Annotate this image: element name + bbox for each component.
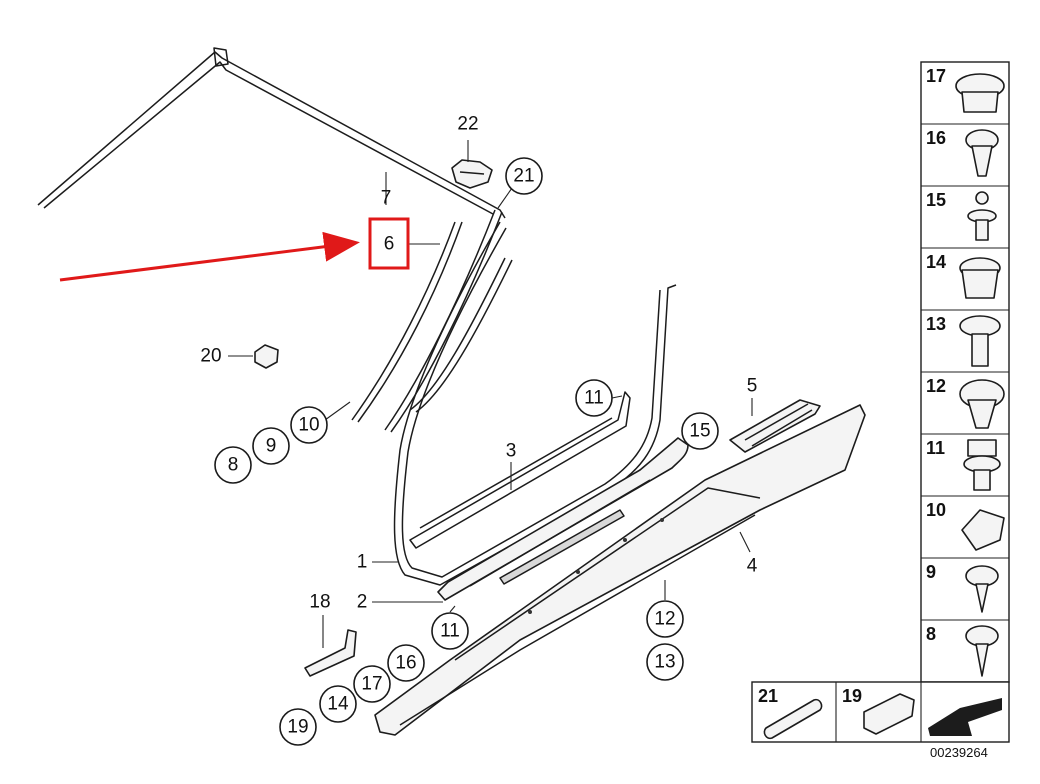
part-1-door-seal <box>393 221 677 586</box>
svg-text:11: 11 <box>440 621 460 642</box>
svg-text:16: 16 <box>926 128 946 148</box>
callout-10: 10 <box>290 406 328 444</box>
callout-11-upper: 11 <box>575 379 613 417</box>
callout-5: 5 <box>747 376 758 397</box>
svg-text:14: 14 <box>926 252 946 272</box>
svg-text:13: 13 <box>926 314 946 334</box>
callout-9: 9 <box>252 427 290 465</box>
fastener-panel: 17 16 15 14 13 12 <box>920 61 1010 683</box>
fastener-11-clip: 11 <box>926 438 1001 491</box>
part-18-trim <box>304 629 357 677</box>
callout-16: 16 <box>387 644 425 682</box>
callout-4: 4 <box>747 556 758 577</box>
svg-text:8: 8 <box>926 624 936 644</box>
callout-21: 21 <box>505 157 543 195</box>
callout-13: 13 <box>646 643 684 681</box>
svg-text:12: 12 <box>654 609 675 630</box>
part-20-nut <box>254 344 279 369</box>
callout-22: 22 <box>457 114 478 135</box>
svg-text:9: 9 <box>926 562 936 582</box>
callout-18: 18 <box>309 592 330 613</box>
svg-text:15: 15 <box>689 421 710 442</box>
fastener-9-screw: 9 <box>926 562 999 613</box>
svg-text:8: 8 <box>228 455 239 476</box>
fastener-13-rivet: 13 <box>926 314 1001 367</box>
fastener-15-rivet: 15 <box>926 190 997 241</box>
svg-text:16: 16 <box>395 653 416 674</box>
fastener-16-push-clip: 16 <box>926 128 999 177</box>
fastener-10-clip-nut: 10 <box>926 500 1005 551</box>
part-4-side-skirt <box>374 404 866 736</box>
callout-1: 1 <box>357 552 368 573</box>
svg-text:13: 13 <box>654 652 675 673</box>
part-22-clip <box>451 159 493 189</box>
svg-text:11: 11 <box>926 438 945 458</box>
svg-text:11: 11 <box>584 388 604 409</box>
svg-text:19: 19 <box>842 686 862 706</box>
callout-15: 15 <box>681 412 719 450</box>
highlight-box <box>368 217 410 270</box>
bottom-item-19-clip: 19 <box>842 686 915 735</box>
fastener-8-screw: 8 <box>926 624 999 677</box>
callout-3: 3 <box>506 441 517 462</box>
fastener-17-cap: 17 <box>926 66 1005 113</box>
callout-7: 7 <box>381 188 392 209</box>
svg-text:14: 14 <box>327 694 349 715</box>
diagram-number: 00239264 <box>930 745 988 760</box>
svg-text:9: 9 <box>266 436 277 457</box>
leader-lines <box>228 140 753 648</box>
svg-text:21: 21 <box>758 686 778 706</box>
highlight-arrow <box>59 231 360 282</box>
svg-text:12: 12 <box>926 376 946 396</box>
svg-text:10: 10 <box>298 415 319 436</box>
callout-20: 20 <box>200 346 221 367</box>
svg-text:10: 10 <box>926 500 946 520</box>
orientation-arrow-icon <box>928 698 1002 736</box>
callout-6: 6 <box>384 234 395 255</box>
callout-12: 12 <box>646 600 684 638</box>
part-3-sill-seal <box>409 391 631 549</box>
fastener-14-grommet: 14 <box>926 252 1001 299</box>
svg-text:19: 19 <box>287 717 308 738</box>
callout-8: 8 <box>214 446 252 484</box>
fastener-12-expanding-clip: 12 <box>926 376 1005 429</box>
part-2-entrance-trim <box>437 437 689 601</box>
svg-text:21: 21 <box>513 166 534 187</box>
callout-14: 14 <box>319 685 357 723</box>
part-5-bracket <box>729 399 821 453</box>
bottom-item-21-rod: 21 <box>758 686 823 740</box>
bottom-panel: 21 19 <box>751 681 1010 743</box>
callout-19: 19 <box>279 708 317 746</box>
svg-text:17: 17 <box>361 674 382 695</box>
callout-2: 2 <box>357 592 368 613</box>
part-7-windshield-seal <box>37 47 506 219</box>
svg-text:15: 15 <box>926 190 946 210</box>
callout-17: 17 <box>353 665 391 703</box>
svg-text:17: 17 <box>926 66 946 86</box>
callout-11-lower: 11 <box>431 612 469 650</box>
